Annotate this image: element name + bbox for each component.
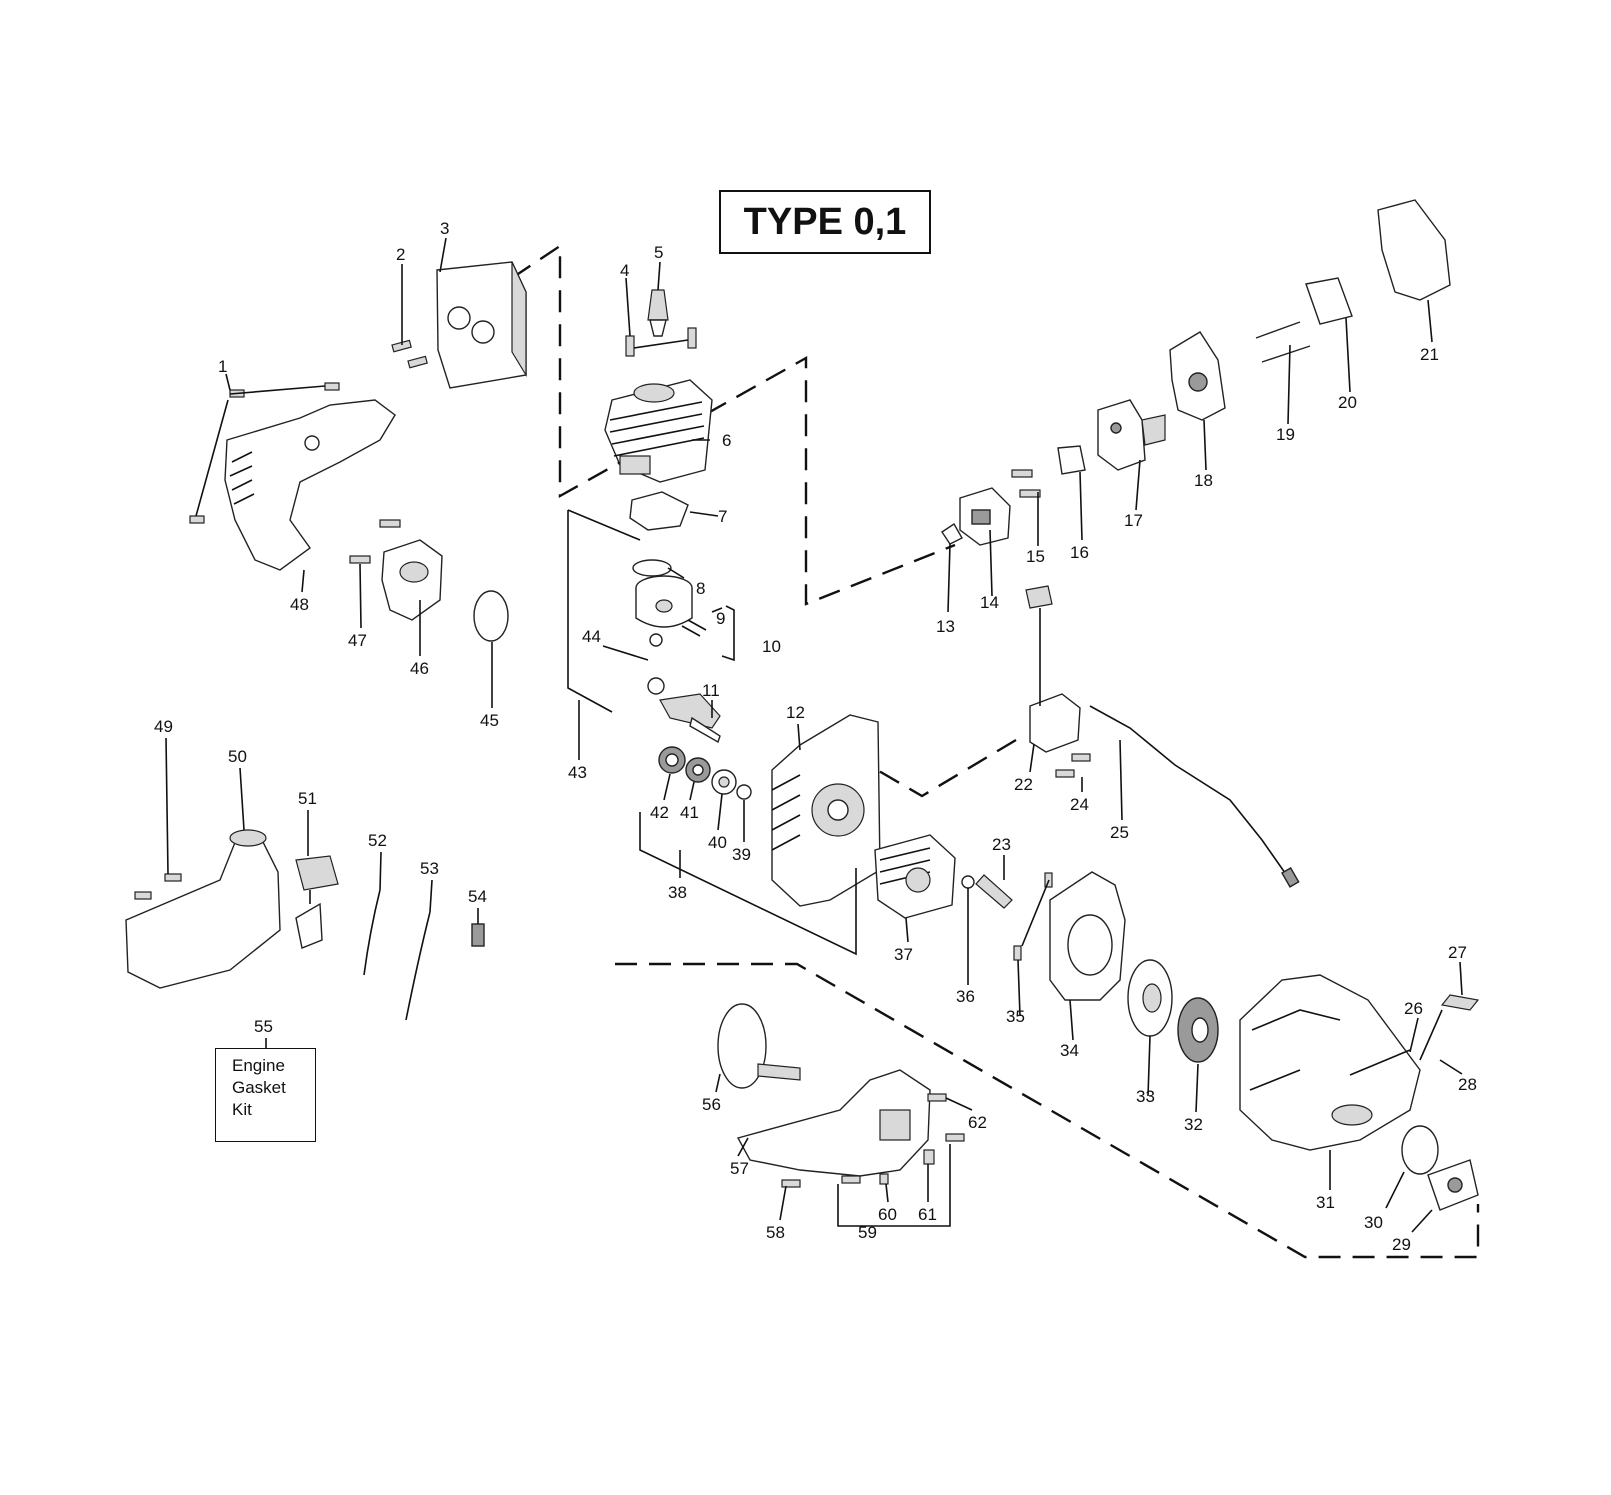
part-number-42: 42 xyxy=(650,803,669,822)
part-number-38: 38 xyxy=(668,883,687,902)
part-number-10: 10 xyxy=(762,637,781,656)
part-number-30: 30 xyxy=(1364,1213,1383,1232)
part-number-50: 50 xyxy=(228,747,247,766)
part-number-58: 58 xyxy=(766,1223,785,1242)
part-number-49: 49 xyxy=(154,717,173,736)
part-number-7: 7 xyxy=(718,507,727,526)
cylinder-cover-drawing xyxy=(224,399,396,571)
type-label: TYPE 0,1 xyxy=(743,200,907,243)
part-number-14: 14 xyxy=(980,593,999,612)
part-number-4: 4 xyxy=(620,261,629,280)
part-number-52: 52 xyxy=(368,831,387,850)
part-number-41: 41 xyxy=(680,803,699,822)
flywheel-drawing xyxy=(874,834,956,919)
part-number-28: 28 xyxy=(1458,1075,1477,1094)
part-number-36: 36 xyxy=(956,987,975,1006)
part-number-22: 22 xyxy=(1014,775,1033,794)
part-number-46: 46 xyxy=(410,659,429,678)
part-number-13: 13 xyxy=(936,617,955,636)
part-number-27: 27 xyxy=(1448,943,1467,962)
part-drawings xyxy=(125,199,1480,1211)
part-number-labels: 1 2 3 4 5 6 7 8 9 10 11 12 13 14 15 16 1… xyxy=(154,219,1477,1254)
part-number-43: 43 xyxy=(568,763,587,782)
part-number-9: 9 xyxy=(716,609,725,628)
part-number-56: 56 xyxy=(702,1095,721,1114)
fuel-tank-drawing xyxy=(125,829,281,989)
part-number-1: 1 xyxy=(218,357,227,376)
cylinder-drawing xyxy=(604,379,713,483)
part-number-25: 25 xyxy=(1110,823,1129,842)
part-number-18: 18 xyxy=(1194,471,1213,490)
part-number-12: 12 xyxy=(786,703,805,722)
part-number-19: 19 xyxy=(1276,425,1295,444)
part-number-8: 8 xyxy=(696,579,705,598)
part-number-62: 62 xyxy=(968,1113,987,1132)
part-number-51: 51 xyxy=(298,789,317,808)
part-number-40: 40 xyxy=(708,833,727,852)
starter-housing-drawing xyxy=(1239,974,1421,1151)
part-number-24: 24 xyxy=(1070,795,1089,814)
part-number-32: 32 xyxy=(1184,1115,1203,1134)
part-number-5: 5 xyxy=(654,243,663,262)
piston-drawing xyxy=(635,575,693,628)
crankcase-drawing xyxy=(771,714,881,907)
part-number-45: 45 xyxy=(480,711,499,730)
part-number-37: 37 xyxy=(894,945,913,964)
part-number-55: 55 xyxy=(254,1017,273,1036)
part-number-31: 31 xyxy=(1316,1193,1335,1212)
part-number-44: 44 xyxy=(582,627,601,646)
part-number-23: 23 xyxy=(992,835,1011,854)
kit-line-1: Engine xyxy=(232,1056,285,1075)
part-number-16: 16 xyxy=(1070,543,1089,562)
part-number-48: 48 xyxy=(290,595,309,614)
part-number-20: 20 xyxy=(1338,393,1357,412)
part-number-53: 53 xyxy=(420,859,439,878)
part-number-59: 59 xyxy=(858,1223,877,1242)
type-label-box: TYPE 0,1 xyxy=(719,190,931,254)
part-number-57: 57 xyxy=(730,1159,749,1178)
muffler-cover-drawing xyxy=(436,261,527,389)
part-number-3: 3 xyxy=(440,219,449,238)
kit-line-3: Kit xyxy=(232,1100,252,1119)
clutch-housing-drawing xyxy=(736,1069,931,1177)
part-number-26: 26 xyxy=(1404,999,1423,1018)
leader-lines xyxy=(165,237,1463,1233)
part-number-6: 6 xyxy=(722,431,731,450)
carburetor-drawing xyxy=(1097,399,1166,471)
part-number-29: 29 xyxy=(1392,1235,1411,1254)
part-number-15: 15 xyxy=(1026,547,1045,566)
part-number-34: 34 xyxy=(1060,1041,1079,1060)
part-number-39: 39 xyxy=(732,845,751,864)
kit-line-2: Gasket xyxy=(232,1078,286,1097)
part-number-60: 60 xyxy=(878,1205,897,1224)
part-number-61: 61 xyxy=(918,1205,937,1224)
part-number-21: 21 xyxy=(1420,345,1439,364)
part-number-2: 2 xyxy=(396,245,405,264)
part-number-33: 33 xyxy=(1136,1087,1155,1106)
part-number-54: 54 xyxy=(468,887,487,906)
engine-gasket-kit-box: Engine Gasket Kit xyxy=(215,1048,316,1142)
part-number-47: 47 xyxy=(348,631,367,650)
part-number-35: 35 xyxy=(1006,1007,1025,1026)
part-number-11: 11 xyxy=(702,681,720,700)
part-number-17: 17 xyxy=(1124,511,1143,530)
